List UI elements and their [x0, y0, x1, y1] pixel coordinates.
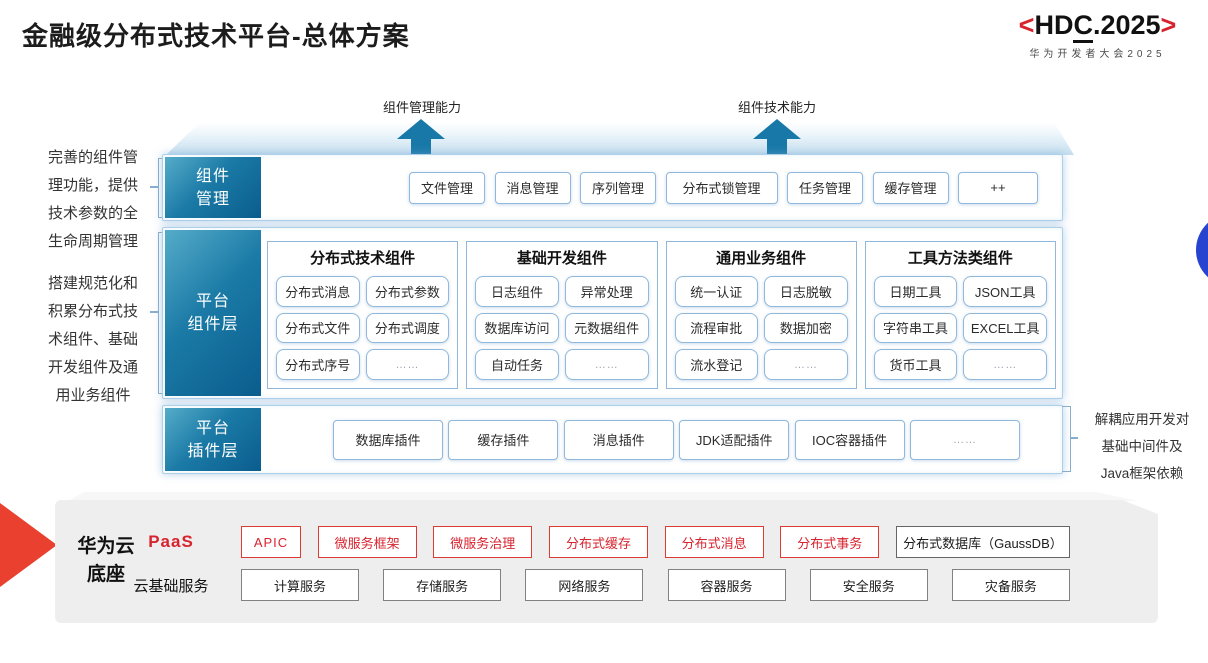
component-chip: 消息管理 [494, 171, 571, 204]
up-arrow-icon [753, 119, 801, 156]
component-chip: 元数据组件 [564, 312, 649, 344]
component-chip: 缓存管理 [872, 171, 949, 204]
component-chip: 分布式参数 [365, 276, 450, 307]
component-chip: 分布式锁管理 [665, 171, 778, 204]
component-chip: 分布式调度 [365, 312, 450, 344]
component-chip: 数据库访问 [475, 312, 559, 344]
component-chip: 流水登记 [674, 349, 759, 380]
blue-circle-decoration [1196, 213, 1208, 287]
column-basic-dev: 基础开发组件 日志组件 异常处理 数据库访问 元数据组件 自动任务 …… [466, 241, 658, 389]
paas-chip: 分布式消息 [665, 526, 764, 558]
layer-label-component-management: 组件 管理 [165, 157, 261, 218]
logo-right-angle: > [1160, 10, 1177, 40]
paas-chip: 微服务框架 [318, 526, 417, 558]
cloud-service-chip: 网络服务 [525, 569, 643, 601]
component-chip: 自动任务 [475, 349, 559, 380]
layer-platform-components: 平台 组件层 分布式技术组件 分布式消息 分布式参数 分布式文件 分布式调度 分… [162, 227, 1063, 399]
up-arrow-icon [397, 119, 445, 156]
cloud-service-chip: 计算服务 [241, 569, 359, 601]
foundation-top-face [68, 492, 1148, 501]
component-chip-ellipsis: …… [764, 349, 848, 380]
component-chip: 分布式消息 [276, 276, 360, 307]
red-arrow-decoration [0, 503, 57, 587]
arrow-label-management-capability: 组件管理能力 [382, 100, 461, 115]
layer-platform-plugins: 平台 插件层 数据库插件 缓存插件 消息插件 JDK适配插件 IOC容器插件 …… [162, 405, 1063, 474]
paas-chip: APIC [241, 526, 301, 558]
component-chip: 分布式序号 [276, 349, 360, 380]
component-chip: 字符串工具 [873, 312, 958, 344]
cloud-service-chip: 存储服务 [383, 569, 501, 601]
plugin-chip: 数据库插件 [333, 419, 443, 460]
component-chip: 统一认证 [674, 276, 759, 307]
logo-left-angle: < [1018, 10, 1035, 40]
cloud-service-chip: 容器服务 [668, 569, 786, 601]
column-common-business: 通用业务组件 统一认证 日志脱敏 流程审批 数据加密 流水登记 …… [665, 241, 857, 389]
foundation-huawei-cloud: 华为云 底座 PaaS APIC 微服务框架 微服务治理 分布式缓存 分布式消息… [55, 500, 1158, 623]
component-chip-ellipsis: …… [365, 349, 450, 380]
component-columns: 分布式技术组件 分布式消息 分布式参数 分布式文件 分布式调度 分布式序号 ……… [267, 241, 1056, 389]
paas-chip: 分布式事务 [780, 526, 879, 558]
component-chip-more: ++ [958, 171, 1038, 204]
note-component-management: 完善的组件管 理功能，提供 技术参数的全 生命周期管理 [47, 149, 138, 250]
component-chip: EXCEL工具 [963, 312, 1047, 344]
component-chip: 文件管理 [409, 171, 485, 204]
cloud-services-label: 云基础服务 [133, 577, 209, 595]
component-chip: JSON工具 [963, 276, 1047, 307]
column-distributed-tech: 分布式技术组件 分布式消息 分布式参数 分布式文件 分布式调度 分布式序号 …… [267, 241, 459, 389]
cloud-service-chip: 安全服务 [810, 569, 928, 601]
paas-chip: 微服务治理 [433, 526, 532, 558]
hdc-2025-logo: <HDC.2025> 华为开发者大会2025 [995, 10, 1200, 60]
plugin-chip: JDK适配插件 [679, 419, 790, 460]
bracket-right-plugins-tick [1070, 437, 1078, 439]
component-chip: 分布式文件 [276, 312, 360, 344]
platform-top-face [166, 122, 1074, 155]
bracket-left-management-tick [150, 186, 158, 188]
plugin-items: 数据库插件 缓存插件 消息插件 JDK适配插件 IOC容器插件 …… [333, 406, 1020, 473]
gaussdb-chip: 分布式数据库（GaussDB） [896, 526, 1070, 558]
hdc-logo-text: <HDC.2025> [995, 10, 1200, 43]
page-title: 金融级分布式技术平台-总体方案 [22, 21, 410, 51]
component-chip: 任务管理 [787, 171, 863, 204]
paas-row: PaaS APIC 微服务框架 微服务治理 分布式缓存 分布式消息 分布式事务 … [133, 527, 1070, 557]
column-utility-tools: 工具方法类组件 日期工具 JSON工具 字符串工具 EXCEL工具 货币工具 …… [864, 241, 1056, 389]
plugin-chip: IOC容器插件 [794, 419, 905, 460]
management-items: 文件管理 消息管理 序列管理 分布式锁管理 任务管理 缓存管理 ++ [409, 155, 1038, 220]
layer-label-platform-components: 平台 组件层 [165, 230, 261, 396]
layer-label-platform-plugins: 平台 插件层 [165, 408, 261, 471]
component-chip: 数据加密 [764, 312, 848, 344]
note-platform-components: 搭建规范化和 积累分布式技 术组件、基础 开发组件及通 用业务组件 [47, 275, 138, 404]
cloud-service-chip: 灾备服务 [952, 569, 1070, 601]
arrow-label-technical-capability: 组件技术能力 [737, 100, 816, 115]
component-chip: 日志组件 [475, 276, 559, 307]
bracket-right-plugins [1062, 406, 1071, 472]
layer-component-management: 组件 管理 文件管理 消息管理 序列管理 分布式锁管理 任务管理 缓存管理 ++ [162, 154, 1063, 221]
note-decouple-dependency: 解耦应用开发对 基础中间件及 Java框架依赖 [1094, 412, 1190, 481]
component-chip-ellipsis: …… [963, 349, 1047, 380]
component-chip: 货币工具 [873, 349, 958, 380]
bracket-left-components-tick [150, 311, 158, 313]
hdc-logo-subtitle: 华为开发者大会2025 [1029, 49, 1166, 60]
plugin-chip: 消息插件 [563, 419, 674, 460]
component-chip: 日志脱敏 [764, 276, 848, 307]
component-chip: 流程审批 [674, 312, 759, 344]
foundation-label: 华为云 底座 [77, 536, 135, 585]
component-chip: 异常处理 [564, 276, 649, 307]
component-chip: 序列管理 [580, 171, 656, 204]
paas-chip: 分布式缓存 [549, 526, 648, 558]
component-chip-ellipsis: …… [564, 349, 649, 380]
paas-label: PaaS [148, 532, 194, 551]
cloud-services-row: 云基础服务 计算服务 存储服务 网络服务 容器服务 安全服务 灾备服务 [133, 570, 1070, 600]
plugin-chip-ellipsis: …… [909, 419, 1020, 460]
plugin-chip: 缓存插件 [448, 419, 559, 460]
component-chip: 日期工具 [873, 276, 958, 307]
